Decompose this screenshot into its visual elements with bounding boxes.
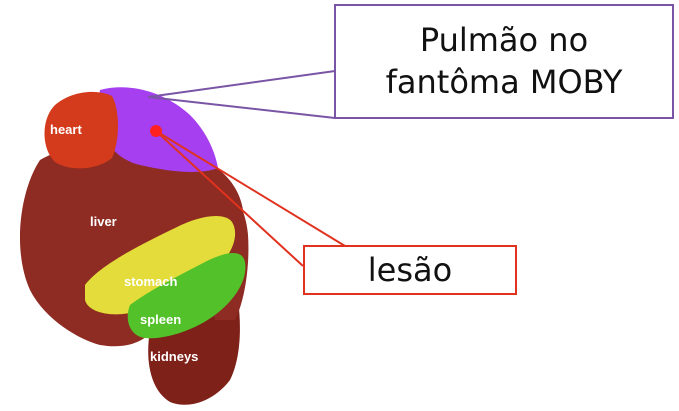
lesion-callout: lesão bbox=[303, 245, 517, 295]
lesion-callout-label: lesão bbox=[367, 251, 453, 289]
lung-leader-line-upper bbox=[147, 70, 336, 98]
lesion-leader-line-upper bbox=[155, 130, 346, 247]
lesion-leader-line-lower bbox=[155, 130, 304, 267]
heart-shape bbox=[44, 91, 118, 169]
lesion-marker bbox=[150, 125, 162, 137]
spleen-shape bbox=[127, 252, 246, 339]
heart-label: heart bbox=[50, 122, 82, 137]
kidneys-label: kidneys bbox=[150, 349, 198, 364]
stomach-shape bbox=[85, 216, 236, 315]
lung-callout-line-2: fantôma MOBY bbox=[385, 62, 623, 101]
lung-leader-line-lower bbox=[147, 96, 336, 119]
lung-callout-line-1: Pulmão no bbox=[419, 20, 589, 59]
lung-callout: Pulmão no fantôma MOBY bbox=[334, 4, 674, 119]
spleen-label: spleen bbox=[140, 312, 181, 327]
stomach-label: stomach bbox=[124, 274, 178, 289]
liver-label: liver bbox=[90, 214, 117, 229]
